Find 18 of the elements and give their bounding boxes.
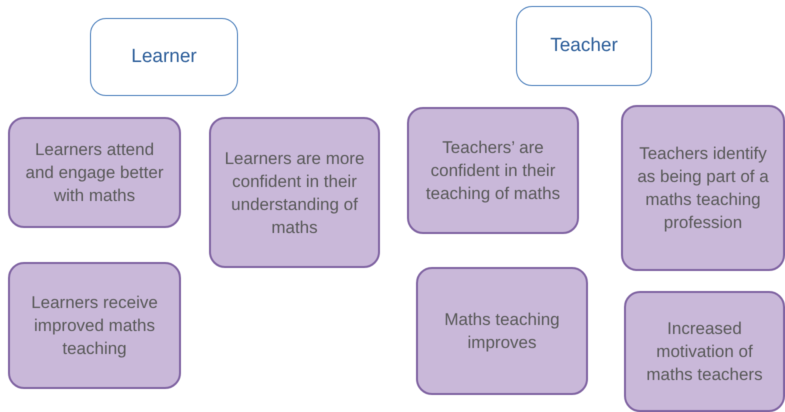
outcome-text: Teachers identify as being part of a maths teaching profession xyxy=(636,143,770,234)
outcome-text: Learners receive improved maths teaching xyxy=(30,292,159,360)
outcome-box xyxy=(8,117,181,228)
outcome-box xyxy=(8,262,181,389)
heading-text: Teacher xyxy=(550,35,618,57)
outcome-box xyxy=(416,267,588,395)
outcome-text: Increased motivation of maths teachers xyxy=(645,318,764,386)
heading-box xyxy=(90,18,238,96)
outcome-box xyxy=(621,105,785,271)
heading-text: Learner xyxy=(131,46,197,68)
outcome-text: Learners are more confident in their understanding of maths xyxy=(224,148,366,238)
outcome-text: Learners attend and engage better with maths xyxy=(24,139,164,207)
outcome-box xyxy=(209,117,380,268)
outcome-box xyxy=(624,291,785,412)
heading-box xyxy=(516,6,652,86)
outcome-text: Teachers’ are confident in their teaching of maths xyxy=(424,137,562,205)
outcome-box xyxy=(407,107,579,234)
outcome-text: Maths teaching improves xyxy=(443,309,561,354)
